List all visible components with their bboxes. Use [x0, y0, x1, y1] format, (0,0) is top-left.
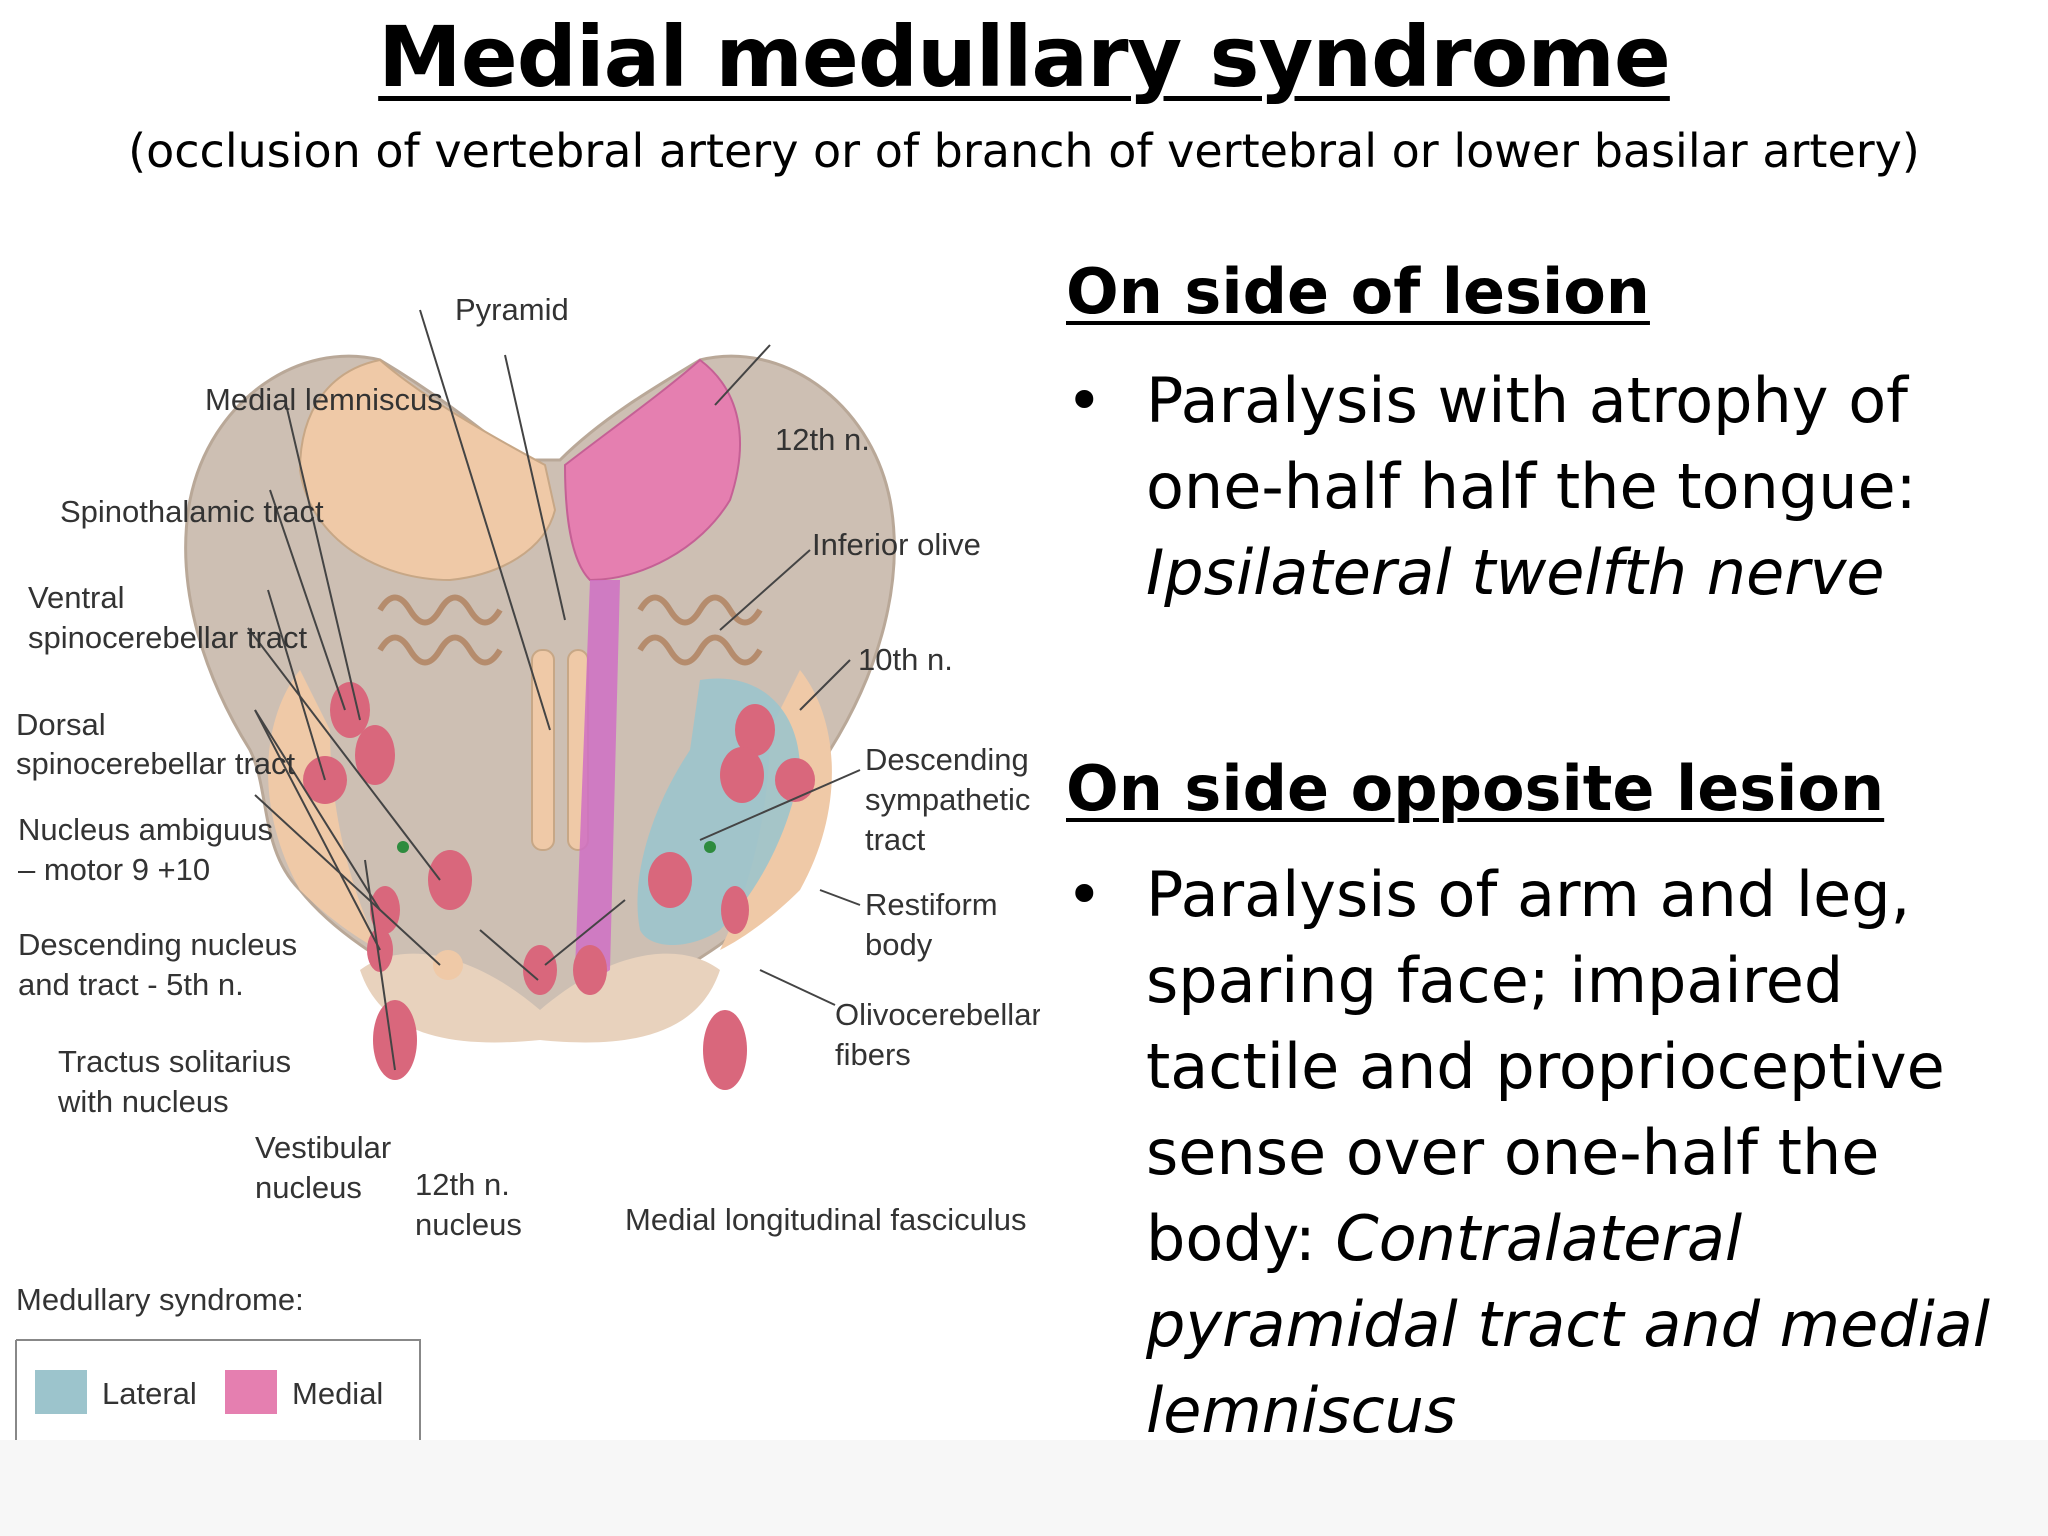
- pyramid-left: [298, 358, 557, 582]
- slide-bottom-band: [0, 1440, 2048, 1536]
- legend-swatch-medial: [225, 1370, 277, 1414]
- label-desc-symp-3: tract: [865, 822, 926, 857]
- label-desc-symp-2: sympathetic: [865, 782, 1030, 817]
- label-ventral-spino-1: Ventral: [28, 580, 125, 615]
- legend-label-lateral: Lateral: [102, 1376, 197, 1411]
- heading-ipsilateral: On side of lesion: [1066, 255, 1650, 328]
- legend-swatch-lateral: [35, 1370, 87, 1414]
- inferior-olive-right-2: [637, 634, 763, 666]
- legend-box: [15, 1339, 421, 1440]
- label-tractus-1: Tractus solitarius: [58, 1044, 291, 1079]
- label-nucleus-ambiguus-1: Nucleus ambiguus: [18, 812, 273, 847]
- label-twelfth-nucleus-1: 12th n.: [415, 1167, 510, 1202]
- label-vestibular-2: nucleus: [255, 1170, 362, 1205]
- legend-title: Medullary syndrome:: [16, 1282, 304, 1317]
- inferior-olive-left: [377, 594, 503, 626]
- label-restiform-2: body: [865, 927, 933, 962]
- sympathetic-dot-left: [397, 841, 409, 853]
- label-desc-nucleus-2: and tract - 5th n.: [18, 967, 244, 1002]
- label-dorsal-spino-1: Dorsal: [16, 707, 106, 742]
- pyramid-right-lesion: [563, 358, 741, 582]
- label-tractus-2: with nucleus: [57, 1084, 229, 1119]
- bullet-ipsilateral-plain: Paralysis with atrophy of one-half half …: [1146, 364, 1917, 523]
- twelfth-nucleus-right: [573, 945, 607, 995]
- label-desc-nucleus-1: Descending nucleus: [18, 927, 297, 962]
- page-title: Medial medullary syndrome: [378, 8, 1671, 106]
- restiform-left: [268, 670, 380, 950]
- bullet-contralateral-italic: Contralateral pyramidal tract and medial…: [1146, 1202, 1991, 1447]
- label-spinothalamic: Spinothalamic tract: [60, 494, 324, 529]
- medial-lemniscus-left: [531, 649, 555, 851]
- nucleus-right-c: [775, 758, 815, 802]
- bullet-contralateral-plain: Paralysis of arm and leg, sparing face; …: [1146, 858, 1945, 1275]
- label-desc-symp-1: Descending: [865, 742, 1029, 777]
- inferior-olive-right: [637, 594, 763, 626]
- spinothalamic-nucleus-left: [355, 725, 395, 785]
- tractus-nucleus-left: [433, 950, 463, 980]
- label-inferior-olive: Inferior olive: [812, 527, 981, 562]
- ventral-spino-nucleus-left: [330, 682, 370, 738]
- legend-label-medial: Medial: [292, 1376, 383, 1411]
- label-olivo-1: Olivocerebellar: [835, 997, 1040, 1032]
- label-medial-lemniscus: Medial lemniscus: [205, 382, 443, 417]
- label-nucleus-ambiguus-2: – motor 9 +10: [18, 852, 210, 887]
- label-twelfth-nucleus-2: nucleus: [415, 1207, 522, 1242]
- heading-contralateral: On side opposite lesion: [1066, 752, 1885, 825]
- nucleus-right-a: [735, 704, 775, 756]
- vestibular-nucleus-left: [373, 1000, 417, 1080]
- sympathetic-dot-right: [704, 841, 716, 853]
- label-pyramid: Pyramid: [455, 292, 569, 327]
- label-restiform-1: Restiform: [865, 887, 998, 922]
- bullet-ipsilateral-text: Paralysis with atrophy of one-half half …: [1146, 358, 2046, 616]
- bullet-ipsilateral-italic: Ipsilateral twelfth nerve: [1146, 536, 1885, 609]
- medial-lesion-strip: [575, 580, 620, 978]
- label-twelfth-n: 12th n.: [775, 422, 870, 457]
- label-tenth-n: 10th n.: [858, 642, 953, 677]
- page-subtitle: (occlusion of vertebral artery or of bra…: [128, 124, 1920, 178]
- bullet-contralateral-text: Paralysis of arm and leg, sparing face; …: [1146, 852, 2046, 1454]
- label-ventral-spino-2: spinocerebellar tract: [28, 620, 308, 655]
- inferior-olive-left-2: [377, 634, 503, 666]
- bullet-dot: •: [1066, 858, 1103, 931]
- label-vestibular-1: Vestibular: [255, 1130, 391, 1165]
- label-olivo-2: fibers: [835, 1037, 911, 1072]
- nucleus-right-b: [720, 747, 764, 803]
- desc-nucleus-right: [721, 886, 749, 934]
- bullet-dot: •: [1066, 364, 1103, 437]
- nucleus-ambiguus-right: [648, 852, 692, 908]
- twelfth-nucleus-left: [523, 945, 557, 995]
- nucleus-ambiguus-left: [428, 850, 472, 910]
- label-dorsal-spino-2: spinocerebellar tract: [16, 746, 296, 781]
- vestibular-nucleus-right: [703, 1010, 747, 1090]
- label-mlf: Medial longitudinal fasciculus: [625, 1202, 1027, 1237]
- medulla-cross-section-diagram: Pyramid Medial lemniscus Spinothalamic t…: [15, 292, 1040, 1440]
